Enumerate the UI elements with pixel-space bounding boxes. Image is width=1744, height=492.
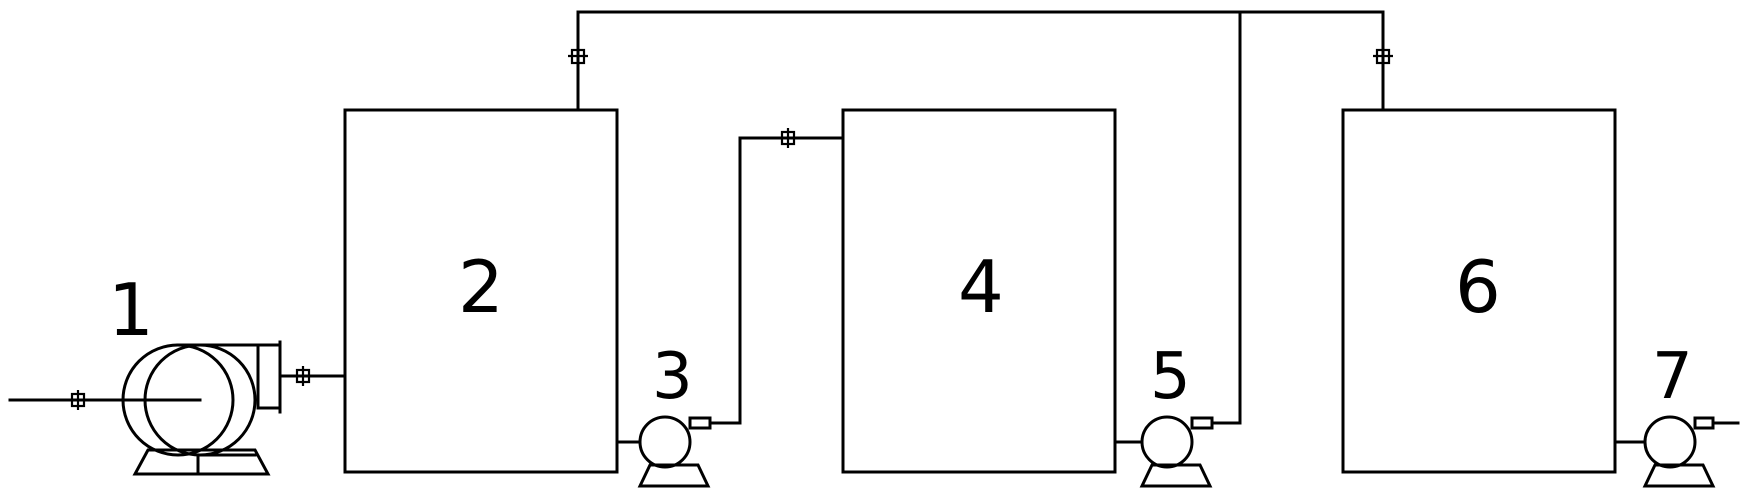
valve-1-to-2-icon	[295, 366, 311, 386]
pump-3	[615, 415, 712, 488]
label-5: 5	[1150, 340, 1191, 414]
pipe-3-to-4	[708, 136, 845, 425]
tank-4	[841, 108, 1117, 474]
label-4: 4	[958, 245, 1004, 329]
inlet-valve-icon	[70, 390, 86, 410]
top-header-pipe	[576, 10, 1385, 425]
valve-tank6-inlet-icon	[1373, 48, 1393, 65]
label-6: 6	[1455, 245, 1501, 329]
label-7: 7	[1652, 340, 1693, 414]
tank-2	[343, 108, 619, 474]
pump-motor-1	[121, 340, 282, 476]
label-2: 2	[458, 245, 504, 329]
valve-3-to-4-icon	[780, 128, 796, 148]
label-1: 1	[108, 268, 154, 352]
label-3: 3	[652, 340, 693, 414]
tank-6	[1341, 108, 1617, 474]
valve-tank2-inlet-icon	[568, 48, 588, 65]
pump-7	[1613, 415, 1740, 488]
pump-5	[1113, 415, 1214, 488]
